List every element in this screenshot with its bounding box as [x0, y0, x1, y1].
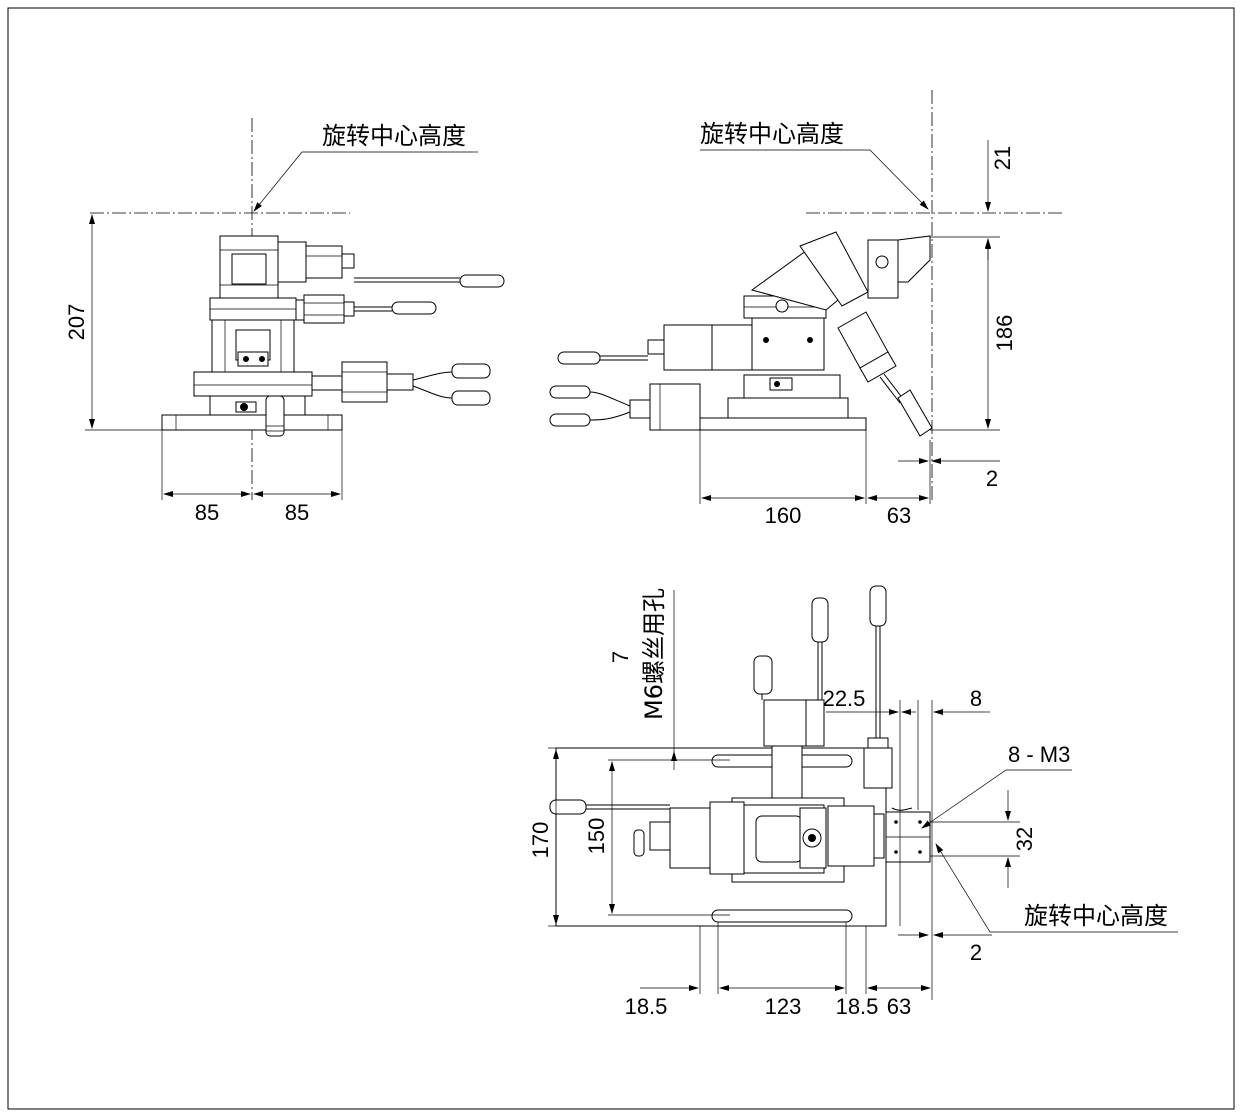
side-top-offset-dim: 21 [990, 146, 1015, 170]
side-leader-line [700, 149, 929, 210]
top-leader-line [935, 843, 1178, 933]
side-height-dim: 186 [992, 315, 1017, 352]
front-lower-stage [209, 395, 306, 416]
side-view: 旋转中心高度 [549, 90, 1065, 500]
side-lower-motor [649, 383, 701, 431]
top-depth-170-dim: 170 [528, 822, 553, 859]
front-half-right-dim: 85 [285, 500, 309, 525]
side-base-plate [699, 417, 867, 431]
top-left-motor [669, 807, 711, 869]
side-rotation-center-label: 旋转中心高度 [700, 120, 844, 148]
top-vertical-motor [863, 747, 893, 789]
front-base-plate [161, 414, 343, 431]
front-height-dim: 207 [64, 304, 89, 341]
top-m6-count-dim: 7 [608, 651, 633, 663]
side-base-width-dim: 160 [765, 503, 802, 528]
top-gap-dim: 2 [970, 940, 982, 965]
side-vertical-stage [751, 317, 825, 371]
front-view: 旋转中心高度 [64, 118, 505, 525]
front-upper-motor [303, 294, 345, 324]
side-overhang-dim: 63 [887, 503, 911, 528]
top-width-22-5-dim: 22.5 [823, 686, 866, 711]
front-top-motor [305, 245, 343, 279]
top-offset-8-dim: 8 [970, 686, 982, 711]
top-view-dimensions: M6螺丝用孔 7 170 150 22.5 8 8 - M3 32 旋转中心高度 [528, 588, 1178, 1019]
top-slot-right-dim: 18.5 [836, 994, 879, 1019]
top-slot-lower [711, 909, 853, 923]
top-slot-left-dim: 18.5 [625, 994, 668, 1019]
top-view [549, 585, 931, 927]
top-depth-150-dim: 150 [584, 818, 609, 855]
front-leader-line [253, 151, 478, 212]
top-rotation-center-label: 旋转中心高度 [1024, 902, 1168, 930]
side-upper-motor [663, 324, 713, 371]
top-width-32-dim: 32 [1012, 827, 1037, 851]
top-upper-motor [771, 741, 803, 799]
front-knob [265, 395, 285, 437]
side-gap-dim: 2 [986, 466, 998, 491]
front-rotation-center-label: 旋转中心高度 [322, 122, 466, 150]
m3-leader-line [921, 769, 1072, 829]
m6-label: M6螺丝用孔 [640, 588, 668, 720]
side-view-dimensions: 21 186 2 160 63 [699, 140, 1017, 528]
drawing-frame [7, 7, 1235, 1110]
top-center-width-dim: 123 [765, 994, 802, 1019]
top-overhang-dim: 63 [887, 994, 911, 1019]
front-half-left-dim: 85 [195, 500, 219, 525]
m3-label: 8 - M3 [1008, 742, 1070, 767]
front-side-motor [341, 361, 388, 403]
